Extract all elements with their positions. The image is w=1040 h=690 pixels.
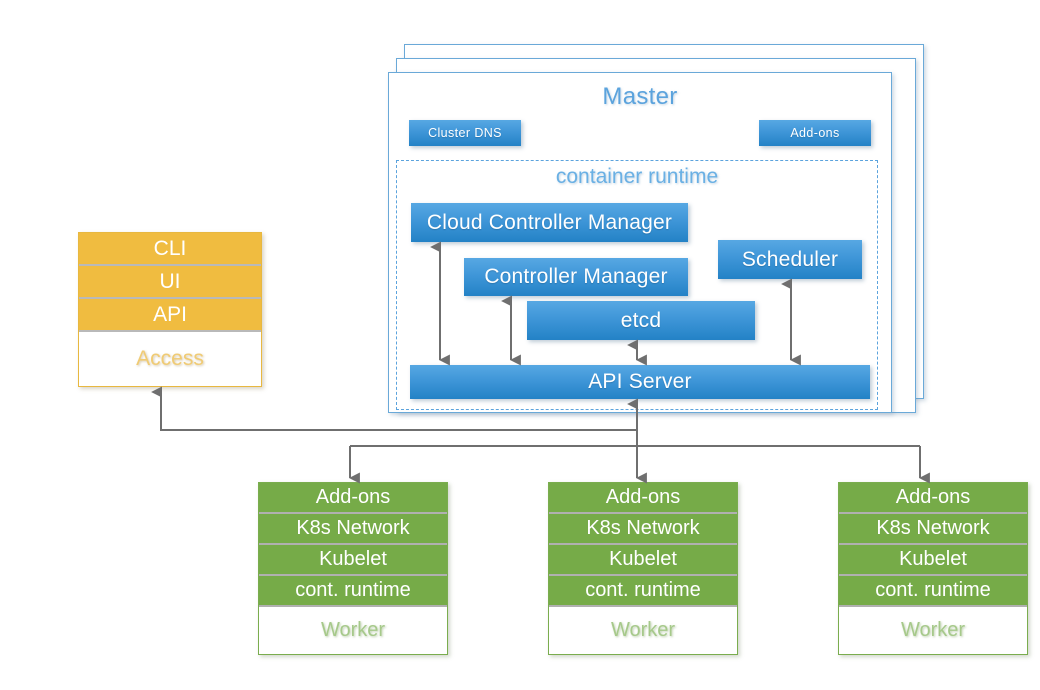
worker-2-cell-kubelet[interactable]: Kubelet bbox=[549, 545, 737, 576]
worker-1-frame-label: Worker bbox=[259, 607, 447, 654]
worker-3-cell-network[interactable]: K8s Network bbox=[839, 514, 1027, 545]
access-cell-api-label: API bbox=[153, 302, 187, 326]
worker-1-cell-addons[interactable]: Add-ons bbox=[259, 483, 447, 514]
worker-2-cell-runtime-label: cont. runtime bbox=[585, 579, 701, 601]
worker-3-cell-runtime[interactable]: cont. runtime bbox=[839, 576, 1027, 607]
worker-1-cell-network[interactable]: K8s Network bbox=[259, 514, 447, 545]
worker-1-frame-label-text: Worker bbox=[320, 619, 386, 641]
etcd-box[interactable]: etcd bbox=[527, 301, 755, 340]
worker-2-cell-network-label: K8s Network bbox=[586, 517, 700, 539]
master-addons-label: Add-ons bbox=[790, 126, 840, 140]
worker-2-cell-addons-label: Add-ons bbox=[605, 486, 681, 508]
worker-1-cell-kubelet[interactable]: Kubelet bbox=[259, 545, 447, 576]
worker-1-cell-addons-label: Add-ons bbox=[315, 486, 391, 508]
worker-node-3: Add-ons K8s Network Kubelet cont. runtim… bbox=[838, 482, 1028, 655]
worker-node-2: Add-ons K8s Network Kubelet cont. runtim… bbox=[548, 482, 738, 655]
worker-2-frame-label: Worker bbox=[549, 607, 737, 654]
worker-1-cell-runtime-label: cont. runtime bbox=[295, 579, 411, 601]
worker-3-cell-kubelet[interactable]: Kubelet bbox=[839, 545, 1027, 576]
access-cell-cli-label: CLI bbox=[153, 236, 187, 260]
worker-3-cell-runtime-label: cont. runtime bbox=[875, 579, 991, 601]
etcd-label: etcd bbox=[620, 308, 662, 332]
worker-1-cell-network-label: K8s Network bbox=[296, 517, 410, 539]
cloud-controller-manager-box[interactable]: Cloud Controller Manager bbox=[411, 203, 688, 242]
access-cell-ui[interactable]: UI bbox=[79, 266, 261, 299]
scheduler-box[interactable]: Scheduler bbox=[718, 240, 862, 279]
access-cell-api[interactable]: API bbox=[79, 299, 261, 332]
master-addons-box[interactable]: Add-ons bbox=[759, 120, 871, 146]
controller-manager-box[interactable]: Controller Manager bbox=[464, 258, 688, 296]
worker-2-cell-kubelet-label: Kubelet bbox=[609, 548, 677, 570]
access-frame: CLI UI API Access bbox=[78, 232, 262, 387]
worker-2-cell-network[interactable]: K8s Network bbox=[549, 514, 737, 545]
api-server-label: API Server bbox=[588, 370, 692, 393]
worker-3-cell-addons-label: Add-ons bbox=[895, 486, 971, 508]
access-cell-ui-label: UI bbox=[159, 269, 181, 293]
access-frame-label: Access bbox=[79, 332, 261, 385]
master-title: Master bbox=[602, 83, 678, 110]
scheduler-label: Scheduler bbox=[741, 247, 839, 271]
worker-1-cell-runtime[interactable]: cont. runtime bbox=[259, 576, 447, 607]
cluster-dns-label: Cluster DNS bbox=[428, 126, 502, 140]
worker-2-cell-runtime[interactable]: cont. runtime bbox=[549, 576, 737, 607]
worker-3-cell-addons[interactable]: Add-ons bbox=[839, 483, 1027, 514]
worker-2-cell-addons[interactable]: Add-ons bbox=[549, 483, 737, 514]
worker-3-frame-label: Worker bbox=[839, 607, 1027, 654]
cluster-dns-box[interactable]: Cluster DNS bbox=[409, 120, 521, 146]
access-cell-cli[interactable]: CLI bbox=[79, 233, 261, 266]
api-server-box[interactable]: API Server bbox=[410, 365, 870, 399]
worker-node-1: Add-ons K8s Network Kubelet cont. runtim… bbox=[258, 482, 448, 655]
cloud-controller-manager-label: Cloud Controller Manager bbox=[426, 210, 673, 234]
worker-1-cell-kubelet-label: Kubelet bbox=[319, 548, 387, 570]
access-frame-label-text: Access bbox=[136, 346, 204, 370]
worker-3-cell-network-label: K8s Network bbox=[876, 517, 990, 539]
worker-2-frame-label-text: Worker bbox=[610, 619, 676, 641]
controller-manager-label: Controller Manager bbox=[484, 265, 668, 288]
worker-3-cell-kubelet-label: Kubelet bbox=[899, 548, 967, 570]
container-runtime-title: container runtime bbox=[555, 165, 719, 188]
worker-3-frame-label-text: Worker bbox=[900, 619, 966, 641]
